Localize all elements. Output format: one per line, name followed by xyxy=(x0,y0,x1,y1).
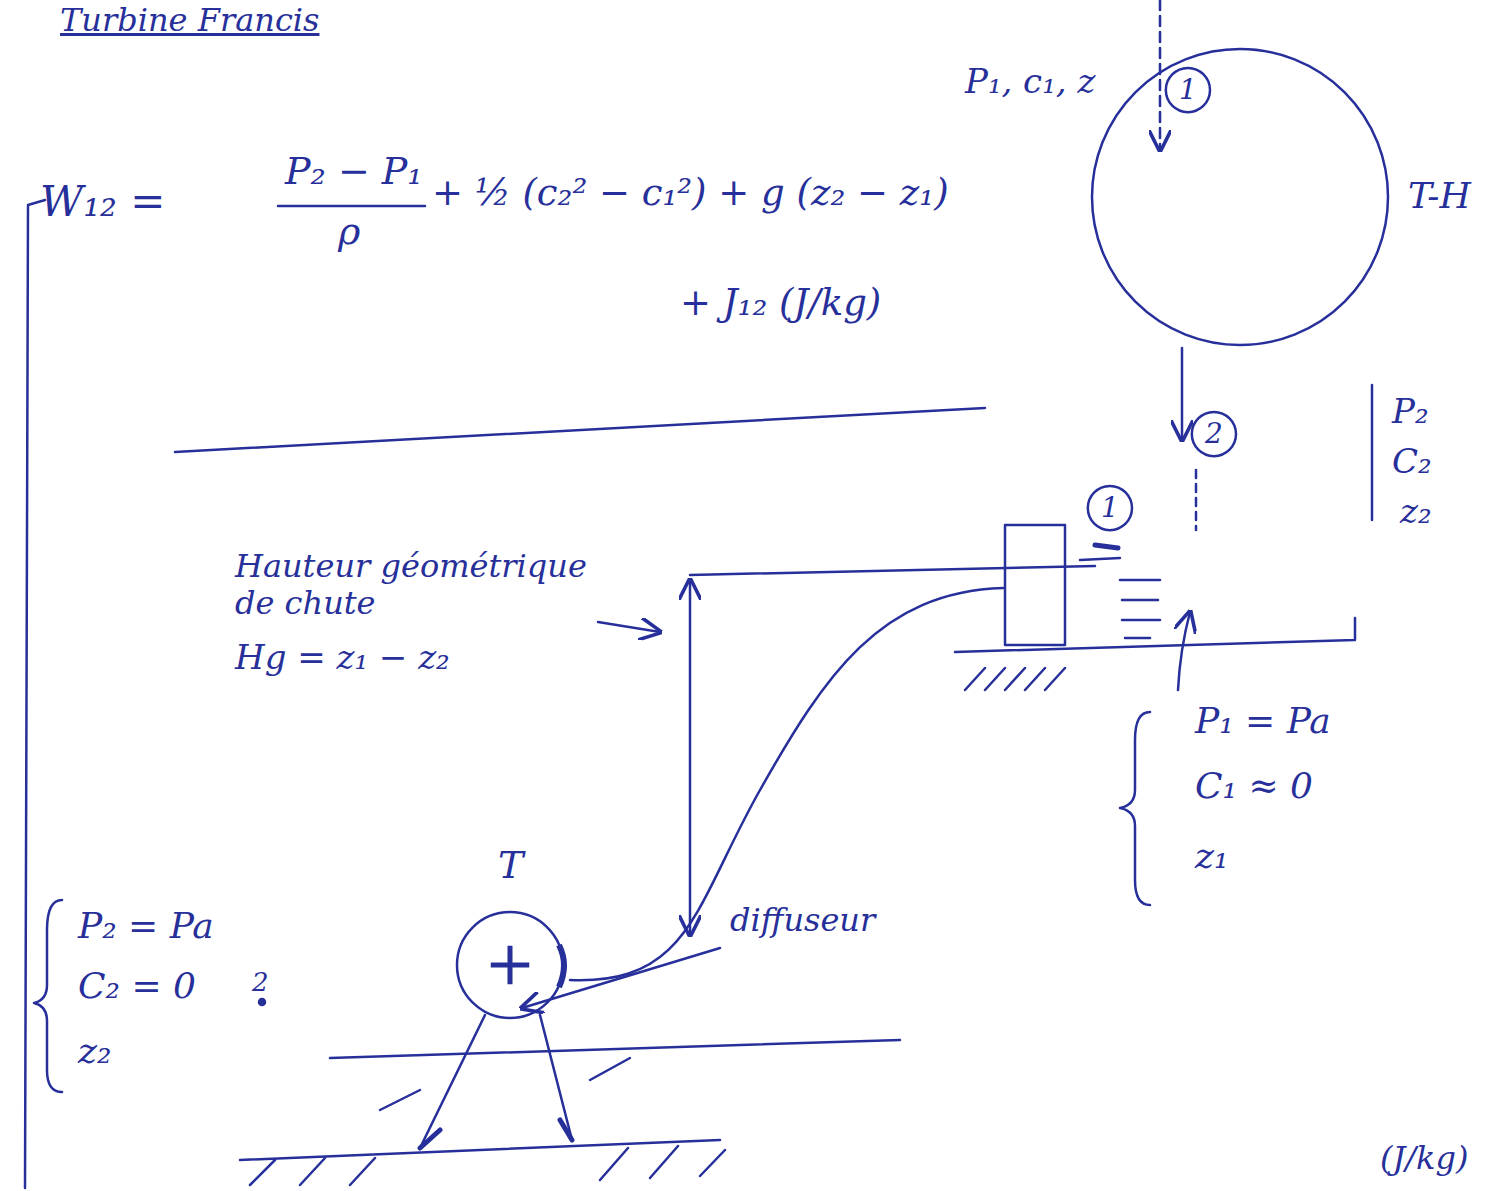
brace xyxy=(34,900,62,1092)
callout-number: 2 xyxy=(1205,418,1223,450)
node-outline xyxy=(1090,47,1390,347)
callout-circle xyxy=(1088,486,1132,530)
annotation: + J₁₂ (J/kg) xyxy=(680,282,881,325)
circle-outline xyxy=(457,912,563,1018)
brace xyxy=(1120,712,1150,905)
annotation: P₁ = Pa xyxy=(1195,700,1331,741)
leader-arrow xyxy=(598,622,660,632)
reservoir-floor xyxy=(955,618,1355,652)
point-dot xyxy=(259,999,265,1005)
outlet-arrow xyxy=(1181,348,1184,440)
annotation: + ½ (c₂² − c₁²) + g (z₂ − z₁) xyxy=(432,172,949,215)
annotation: z₂ xyxy=(1400,492,1432,531)
separator-line xyxy=(175,408,985,452)
annotation: Hauteur géométrique de chute xyxy=(235,548,595,622)
turbine-stand xyxy=(420,1015,572,1148)
annotation: (J/kg) xyxy=(1380,1140,1468,1177)
turbine-circle: T xyxy=(455,910,565,1020)
node-label: T-H xyxy=(1408,175,1471,216)
fraction-bar xyxy=(278,205,425,208)
annotation: P₂ xyxy=(1392,392,1429,431)
rotor-symbol xyxy=(491,946,530,985)
annotation: diffuseur xyxy=(730,902,875,939)
callout-circle xyxy=(1166,68,1210,112)
inlet-arrow xyxy=(1159,0,1162,150)
pointer-arrow xyxy=(1178,612,1190,690)
callout-number: 1 xyxy=(1179,74,1197,106)
tailwater-level xyxy=(330,1040,900,1058)
ground-line xyxy=(240,1140,720,1160)
outlet-dash xyxy=(1195,470,1198,530)
tailwater-hatch xyxy=(380,1058,630,1110)
annotation: z₂ xyxy=(78,1030,111,1071)
annotation: P₂ = Pa xyxy=(78,905,214,946)
annotation: 2 xyxy=(252,968,269,998)
node-label: T xyxy=(498,843,523,887)
annotation: Hg = z₁ − z₂ xyxy=(235,638,450,677)
annotation: C₂ xyxy=(1392,442,1432,481)
node-outline xyxy=(455,910,565,1020)
bracket xyxy=(25,200,45,1188)
head-dimension xyxy=(689,580,692,935)
annotation: C₁ ≈ 0 xyxy=(1195,765,1313,806)
circle-outline xyxy=(1092,49,1388,345)
annotation: P₂ − P₁ xyxy=(285,150,423,194)
callout-number: 1 xyxy=(1101,492,1119,524)
outlet-shading xyxy=(559,945,564,987)
annotation: P₁, c₁, z xyxy=(965,62,1095,101)
intake-block xyxy=(1005,525,1065,645)
ground-hatch xyxy=(965,668,1065,690)
annotation: W₁₂ = xyxy=(40,178,165,226)
state-bar xyxy=(1371,385,1374,520)
ground-hatch xyxy=(250,1146,725,1185)
annotation: C₂ = 0 xyxy=(78,965,196,1006)
annotation: ρ xyxy=(338,210,360,254)
annotation: z₁ xyxy=(1195,835,1228,876)
water-level xyxy=(690,558,1120,575)
title: Turbine Francis xyxy=(60,2,319,39)
callout-circle xyxy=(1192,412,1236,456)
stand-feet xyxy=(420,1120,572,1148)
water-mark xyxy=(1095,545,1118,548)
water-lines xyxy=(1120,580,1160,638)
penstock xyxy=(570,588,1003,980)
machine-circle: T-H xyxy=(1090,47,1390,347)
